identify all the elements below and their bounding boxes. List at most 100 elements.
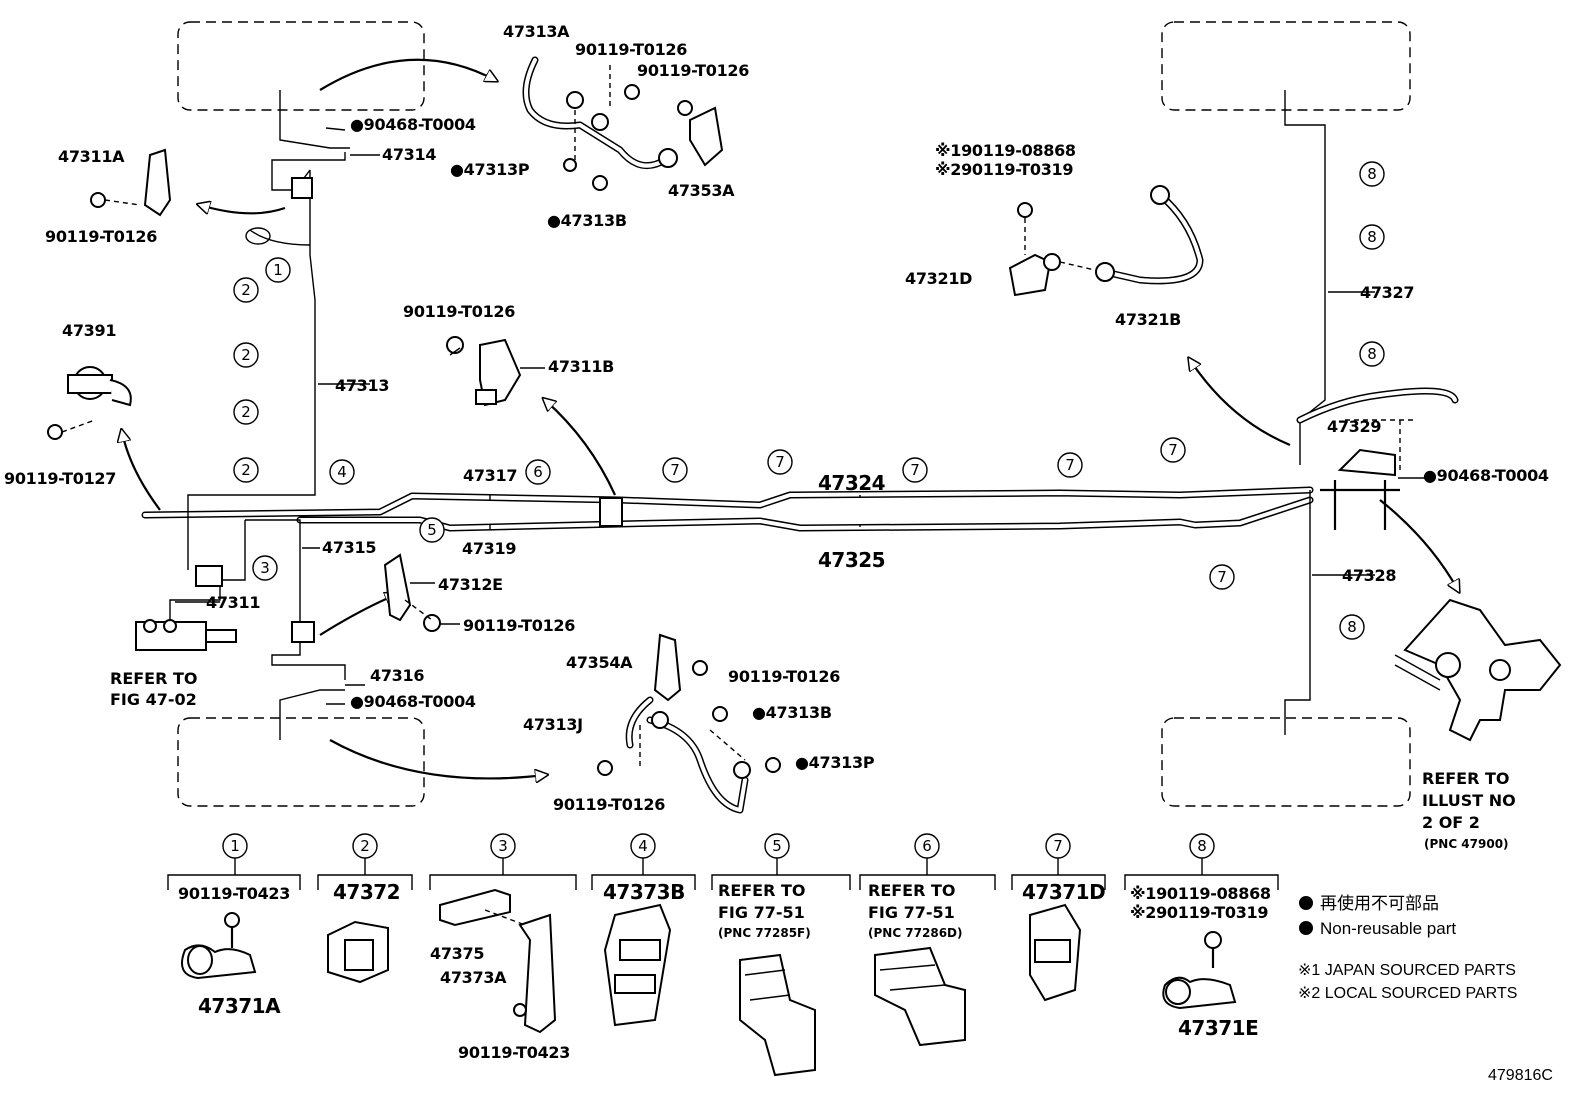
- svg-text:6: 6: [533, 463, 543, 481]
- label-90119-t0126-c: 90119-T0126: [45, 227, 157, 246]
- label-47313p-a: ●47313P: [450, 160, 530, 179]
- callout-5-7: 5: [419, 517, 445, 543]
- callout-8-17: 8: [1359, 341, 1385, 367]
- hose-47313j: [625, 696, 751, 814]
- label-47329: 47329: [1327, 417, 1381, 436]
- bracket-47353a: [689, 106, 724, 167]
- key1-bolt-label: 90119-T0423: [178, 884, 290, 903]
- callout-4-22: 4: [630, 833, 656, 859]
- svg-text:3: 3: [260, 559, 270, 577]
- svg-text:8: 8: [1347, 618, 1357, 636]
- brake-caliper: [1394, 598, 1562, 742]
- legend-jp-label: 再使用不可部品: [1320, 893, 1439, 913]
- callout-4-5: 4: [329, 459, 355, 485]
- label-47319: 47319: [462, 539, 516, 558]
- callout-7-11: 7: [902, 457, 928, 483]
- callout-2-2: 2: [233, 342, 259, 368]
- svg-text:2: 2: [360, 837, 370, 855]
- label-90119-t0126-g: 90119-T0126: [553, 795, 665, 814]
- key4-clamp-label: 47373B: [603, 880, 685, 904]
- connector-47311b: [599, 497, 623, 527]
- label-47327: 47327: [1360, 283, 1414, 302]
- label-47311: 47311: [206, 593, 260, 612]
- svg-text:7: 7: [1168, 441, 1178, 459]
- label-47311a: 47311A: [58, 147, 125, 166]
- label-47325: 47325: [818, 548, 885, 572]
- key1-clamp-label: 47371A: [198, 994, 281, 1018]
- clamp-key: 90119-T0423 47371A 47372 47375 47373A 90…: [167, 858, 1279, 1077]
- label-47316: 47316: [370, 666, 424, 685]
- bolt-90119-t0126-f: [692, 660, 708, 676]
- key5-refer-line2: FIG 77-51: [718, 903, 805, 922]
- master-cylinder-junction: [135, 565, 237, 651]
- part-labels: 47313A 90119-T0126 90119-T0126 ●90468-T0…: [4, 22, 1553, 1084]
- tube-47316: [279, 689, 345, 740]
- svg-text:5: 5: [772, 837, 782, 855]
- label-90119-t0126-f: 90119-T0126: [728, 667, 840, 686]
- refer-illust-line4: (PNC 47900): [1424, 837, 1509, 851]
- label-47313b-b: ●47313B: [752, 703, 832, 722]
- svg-text:5: 5: [427, 521, 437, 539]
- callout-7-25: 7: [1045, 833, 1071, 859]
- svg-text:8: 8: [1367, 345, 1377, 363]
- svg-text:4: 4: [337, 463, 347, 481]
- label-47315: 47315: [322, 538, 376, 557]
- bolt-47313b-b: [712, 706, 728, 722]
- label-90119-t0126-b: 90119-T0126: [637, 61, 749, 80]
- label-90468-t0004-a: ●90468-T0004: [350, 115, 476, 134]
- label-47324: 47324: [818, 471, 885, 495]
- tube-47314: [271, 90, 350, 191]
- label-90119-t0126-e: 90119-T0126: [463, 616, 575, 635]
- svg-text:2: 2: [241, 281, 251, 299]
- label-47311b: 47311B: [548, 357, 614, 376]
- bracket-47329: [1320, 480, 1400, 530]
- non-reusable-dot-icon: [1299, 896, 1313, 910]
- label-47313j: 47313J: [523, 715, 583, 734]
- callout-7-12: 7: [1057, 452, 1083, 478]
- flow-arrow-top: [319, 58, 495, 91]
- label-47353a: 47353A: [668, 181, 735, 200]
- callout-7-13: 7: [1160, 437, 1186, 463]
- flow-arrow-47311a: [200, 205, 286, 213]
- legend-en-label: Non-reusable part: [1320, 919, 1456, 938]
- flow-arrow-47312e: [319, 595, 395, 636]
- svg-text:2: 2: [241, 403, 251, 421]
- svg-text:2: 2: [241, 346, 251, 364]
- callout-2-4: 2: [233, 457, 259, 483]
- wheel-reference-box-rear-right: [1161, 717, 1411, 807]
- non-reusable-dot-icon-2: [1299, 921, 1313, 935]
- label-47391: 47391: [62, 321, 116, 340]
- key8-clamp-label: 47371E: [1178, 1016, 1258, 1040]
- callout-1-0: 1: [265, 257, 291, 283]
- wheel-reference-box-front-left: [177, 21, 425, 111]
- label-47328: 47328: [1342, 566, 1396, 585]
- flow-arrow-bottom: [329, 739, 545, 778]
- callout-3-21: 3: [490, 833, 516, 859]
- label-90119-t0126-a: 90119-T0126: [575, 40, 687, 59]
- callout-8-26: 8: [1189, 833, 1215, 859]
- label-90119-08868-top: ※190119-08868: [935, 141, 1076, 160]
- callout-7-14: 7: [1209, 564, 1235, 590]
- svg-text:8: 8: [1367, 228, 1377, 246]
- callout-6-6: 6: [525, 459, 551, 485]
- svg-text:7: 7: [775, 453, 785, 471]
- bracket-47311a: [143, 148, 172, 217]
- callout-5-23: 5: [764, 833, 790, 859]
- svg-text:4: 4: [638, 837, 648, 855]
- tube-47327: [1284, 90, 1326, 465]
- tube-47328: [1284, 490, 1311, 735]
- callout-8-18: 8: [1339, 614, 1365, 640]
- main-tube-run: [141, 486, 1314, 532]
- wheel-reference-box-front-right: [1161, 21, 1411, 111]
- label-90468-t0004-c: ●90468-T0004: [1423, 466, 1549, 485]
- svg-text:1: 1: [230, 837, 240, 855]
- callout-2-1: 2: [233, 277, 259, 303]
- clip-47313p-a: [563, 158, 577, 172]
- key8-bolt-label-1: ※190119-08868: [1130, 884, 1271, 903]
- bracket-47321d: [1008, 202, 1061, 297]
- refer-illust-line1: REFER TO: [1422, 769, 1510, 788]
- bolt-90119-t0126-a: [624, 84, 640, 100]
- callout-8-16: 8: [1359, 224, 1385, 250]
